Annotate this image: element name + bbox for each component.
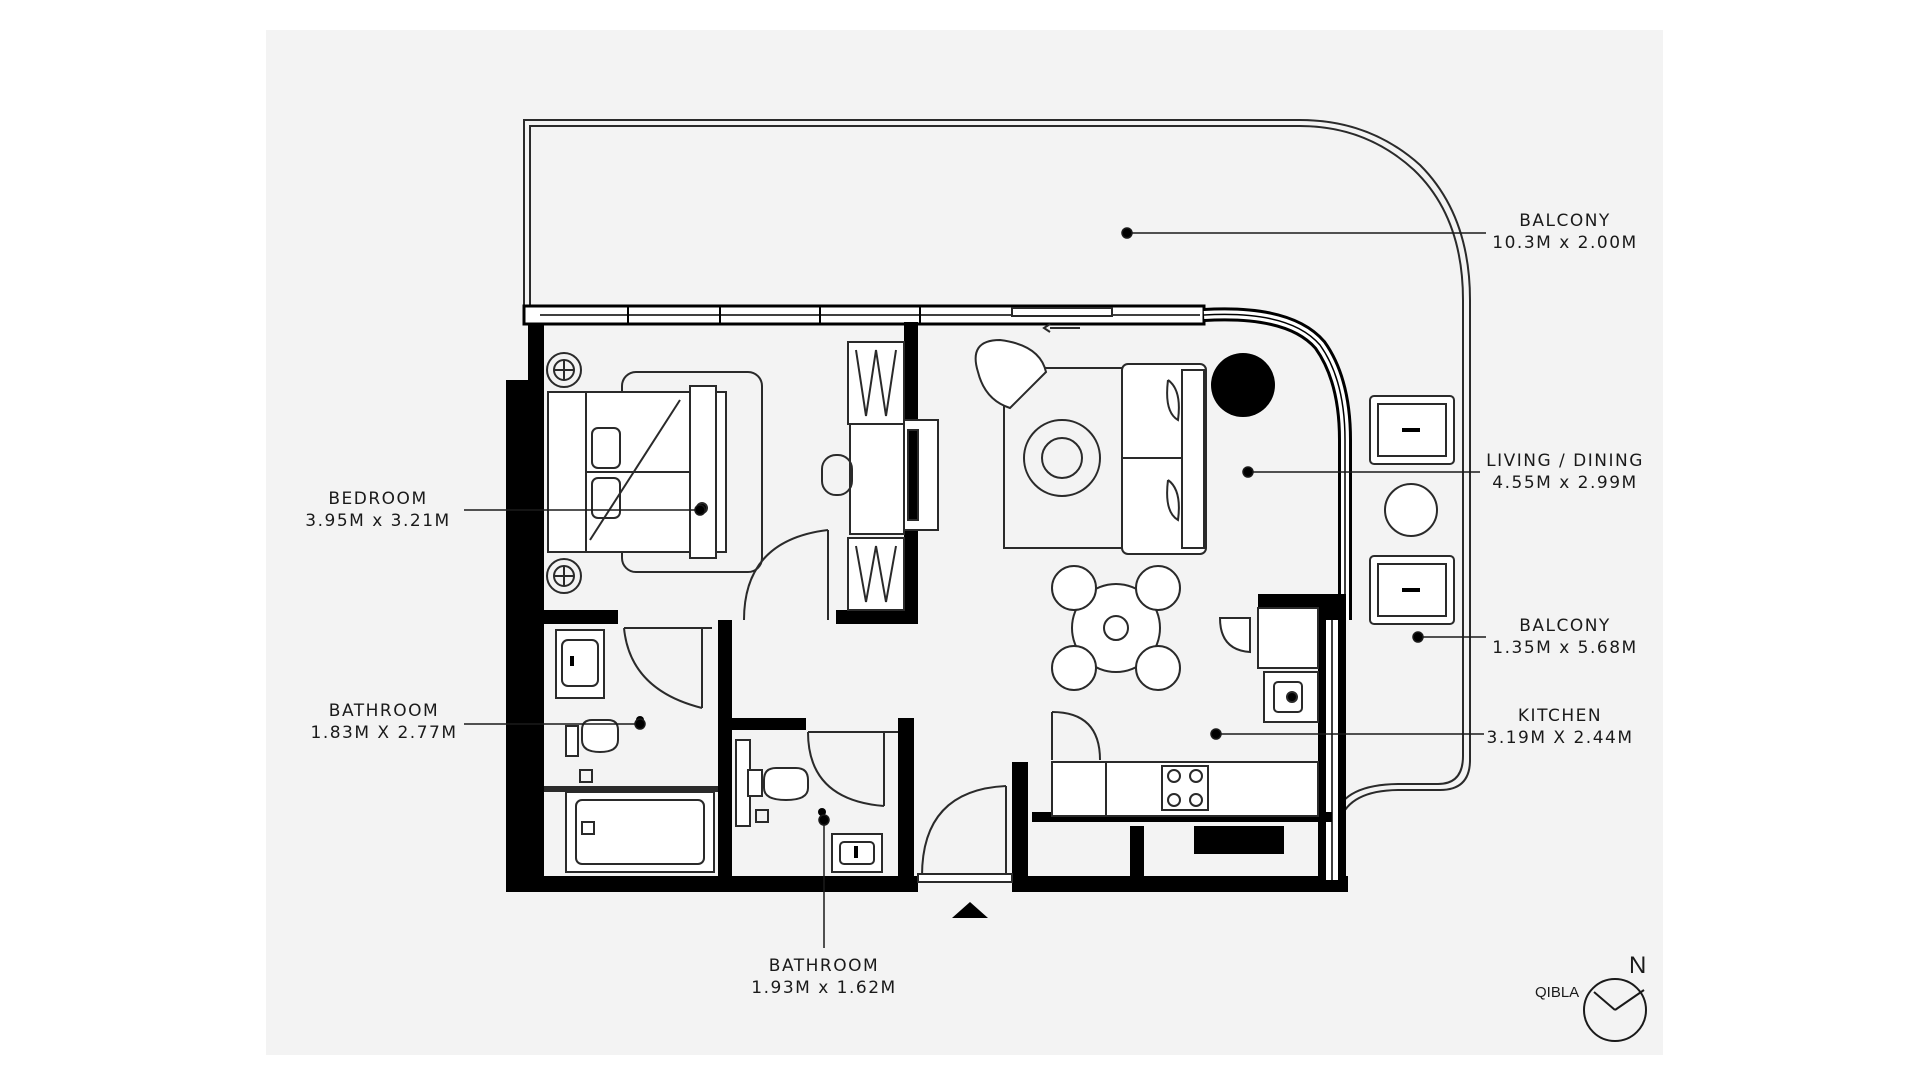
room-name: BEDROOM	[328, 489, 428, 509]
bathroom-1-fixtures	[555, 627, 715, 873]
cooktop-icon	[1161, 765, 1209, 811]
label-balcony-side: BALCONY 1.35M x 5.68M	[1492, 615, 1637, 659]
entrance-arrow-icon	[952, 902, 988, 918]
compass-icon	[1583, 978, 1647, 1042]
label-balcony-top: BALCONY 10.3M x 2.00M	[1492, 210, 1637, 254]
room-name: BALCONY	[1519, 616, 1611, 636]
label-kitchen: KITCHEN 3.19M X 2.44M	[1487, 705, 1634, 749]
label-living-dining: LIVING / DINING 4.55M x 2.99M	[1486, 450, 1644, 494]
room-name: KITCHEN	[1517, 706, 1603, 726]
label-bathroom-1: BATHROOM 1.83M X 2.77M	[311, 700, 458, 744]
room-dims: 10.3M x 2.00M	[1492, 233, 1638, 253]
leader-lines	[464, 227, 1486, 948]
bathroom-2-fixtures	[735, 731, 898, 873]
label-bedroom: BEDROOM 3.95M x 3.21M	[305, 488, 450, 532]
room-dims: 4.55M x 2.99M	[1492, 473, 1638, 493]
label-bathroom-2: BATHROOM 1.93M x 1.62M	[751, 955, 896, 999]
room-dims: 3.95M x 3.21M	[305, 511, 451, 531]
room-name: BALCONY	[1519, 211, 1611, 231]
balcony-furniture	[1369, 395, 1455, 625]
kitchen-furniture	[1051, 607, 1319, 817]
room-name: BATHROOM	[328, 701, 440, 721]
north-label: N	[1629, 952, 1647, 979]
plan-background	[266, 30, 1663, 1055]
living-dining-furniture	[974, 307, 1207, 691]
room-dims: 3.19M X 2.44M	[1486, 728, 1634, 748]
room-dims: 1.83M X 2.77M	[310, 723, 458, 743]
room-dims: 1.35M x 5.68M	[1492, 638, 1638, 658]
room-name: BATHROOM	[768, 956, 880, 976]
planter-icon	[1211, 353, 1275, 417]
entrance-door	[917, 785, 1013, 883]
room-dims: 1.93M x 1.62M	[751, 978, 897, 998]
qibla-label: QIBLA	[1535, 984, 1580, 1001]
room-name: LIVING / DINING	[1486, 451, 1644, 471]
bedroom-furniture	[546, 341, 939, 621]
